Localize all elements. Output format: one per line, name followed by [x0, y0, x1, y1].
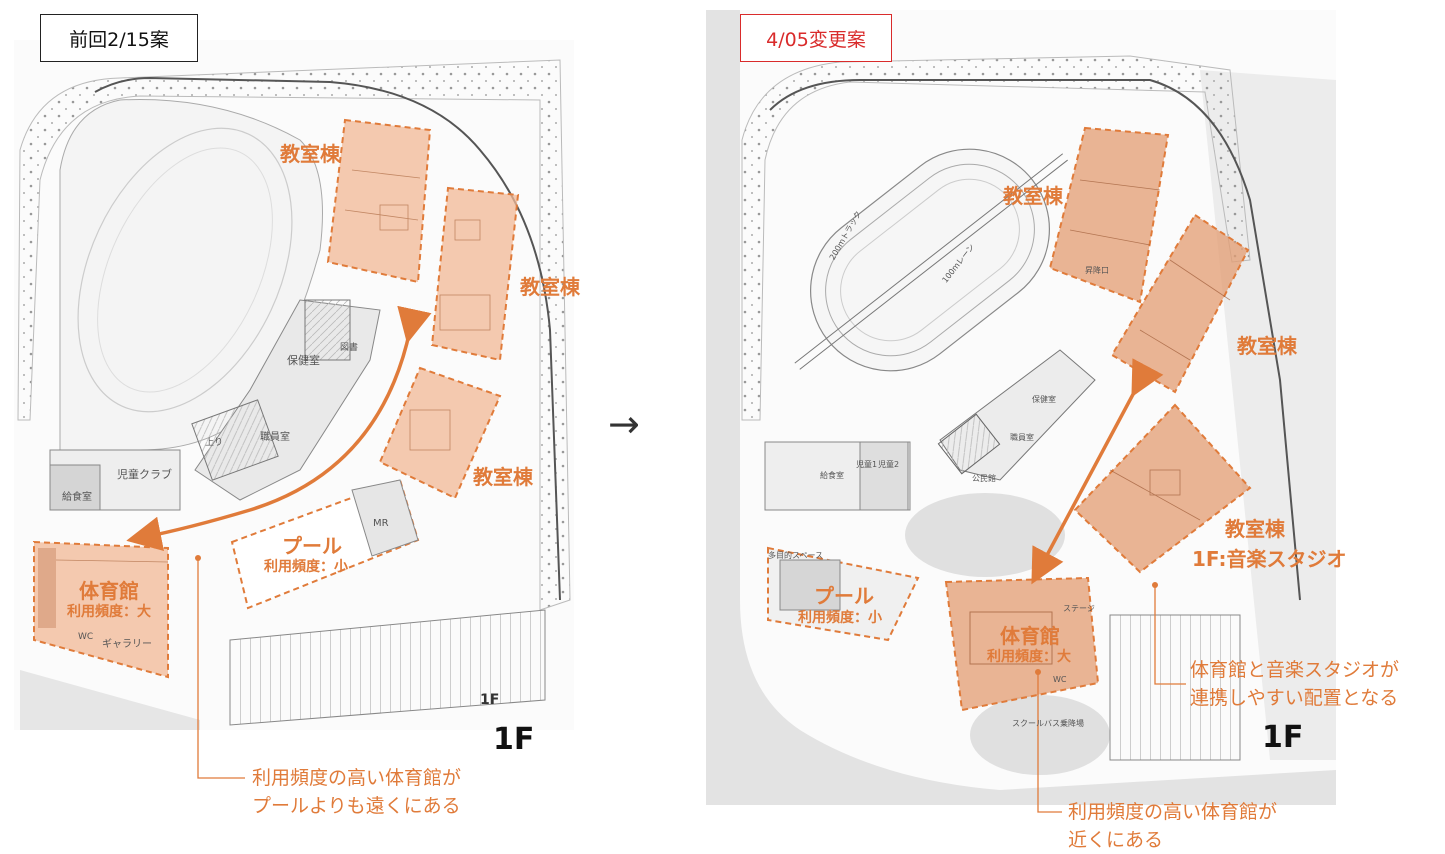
left-floor-small-label: 1F [480, 692, 500, 708]
right-classroom-label-2: 教室棟 [1237, 334, 1297, 358]
right-note-line: 体育館と音楽スタジオが [1190, 659, 1400, 681]
right-floor-label: 1F [1262, 720, 1304, 755]
left-room-label: WC [78, 632, 94, 642]
right-pool-name: プール [814, 584, 874, 608]
left-site-plan [14, 40, 574, 779]
right-room-label: 昇降口 [1085, 266, 1109, 275]
right-room-label: 職員室 [1010, 433, 1034, 442]
right-classroom-label-1: 教室棟 [1003, 184, 1063, 208]
left-room-label: 児童クラブ [117, 468, 172, 481]
left-room-label: 上り [205, 438, 224, 448]
right-note-line: 連携しやすい配置となる [1190, 687, 1399, 709]
left-room-label: ギャラリー [102, 639, 152, 650]
left-classroom-label-2: 教室棟 [520, 275, 580, 299]
left-room-label: 図書 [340, 343, 359, 353]
right-pool-usage: 利用頻度：小 [798, 610, 882, 626]
left-floor-label: 1F [493, 722, 535, 757]
left-gym-usage: 利用頻度：大 [67, 604, 151, 620]
right-room-label: ステージ [1063, 604, 1095, 613]
right-room-label: 児童1 [856, 460, 878, 469]
left-note-line: プールよりも遠くにある [252, 795, 461, 817]
left-classroom-label-1: 教室棟 [280, 142, 340, 166]
new-version-label: 4/05変更案 [740, 14, 892, 62]
right-classroom-label-3: 教室棟 [1225, 517, 1285, 541]
left-room-label: 職員室 [260, 432, 290, 443]
left-classroom-label-3: 教室棟 [473, 465, 533, 489]
right-room-label: 公民館 [972, 474, 996, 483]
left-note-line: 利用頻度の高い体育館が [252, 767, 462, 789]
right-room-label: 保健室 [1032, 395, 1056, 404]
right-room-label: 給食室 [820, 471, 844, 480]
right-gym-name: 体育館 [1000, 624, 1060, 648]
right-room-label: WC [1053, 675, 1067, 684]
right-note: 体育館と音楽スタジオが 連携しやすい配置となる [1190, 656, 1399, 712]
left-pool-name: プール [282, 534, 342, 558]
transition-arrow-icon: → [608, 402, 640, 446]
right-classroom-sub-label: 1F:音楽スタジオ [1192, 547, 1347, 571]
left-room-label: MR [373, 518, 389, 529]
right-room-label: 児童2 [878, 460, 900, 469]
bottom-note-line: 利用頻度の高い体育館が [1068, 801, 1278, 823]
left-note: 利用頻度の高い体育館が プールよりも遠くにある [252, 764, 461, 820]
previous-version-label: 前回2/15案 [40, 14, 198, 62]
left-room-label: 給食室 [62, 492, 92, 503]
right-room-label: スクールバス乗降場 [1012, 719, 1084, 728]
right-gym-usage: 利用頻度：大 [987, 649, 1071, 665]
bottom-note-line: 近くにある [1068, 829, 1164, 851]
left-room-label: 保健室 [287, 354, 320, 367]
right-site-plan [706, 10, 1336, 813]
right-room-label: 多目的スペース [768, 551, 824, 560]
left-pool-usage: 利用頻度：小 [264, 559, 348, 575]
left-gym-name: 体育館 [79, 579, 139, 603]
bottom-note: 利用頻度の高い体育館が 近くにある [1068, 798, 1277, 854]
